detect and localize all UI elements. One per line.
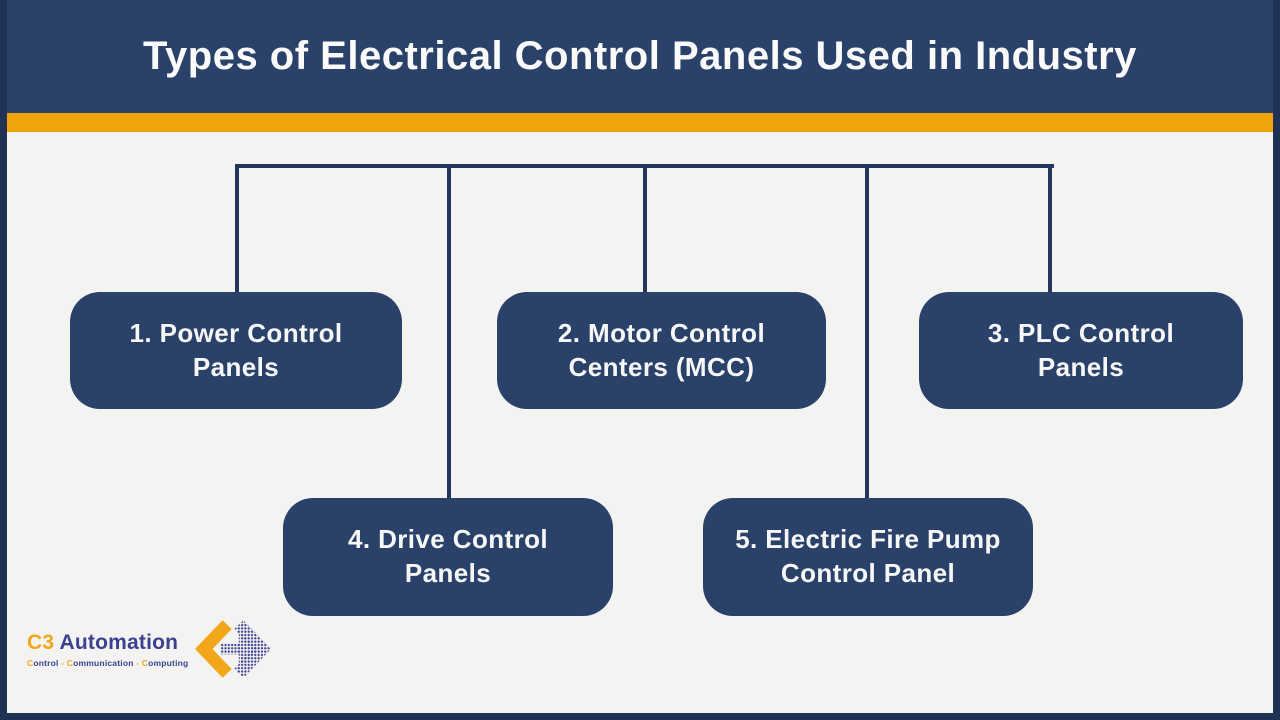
brand-word: Automation xyxy=(59,630,179,654)
panel-node-label: 5. Electric Fire Pump Control Panel xyxy=(735,524,1001,588)
tagline-part: C xyxy=(141,657,149,668)
panel-node-label: 3. PLC Control Panels xyxy=(987,317,1175,382)
tagline-part: - xyxy=(58,657,67,668)
tagline-part: ontrol xyxy=(33,657,59,668)
tagline-part: C xyxy=(27,657,34,668)
connector-vertical-3 xyxy=(1048,164,1052,293)
diagram-canvas: 1. Power Control Panels 2. Motor Control… xyxy=(7,132,1273,713)
connector-vertical-5 xyxy=(865,164,869,499)
panel-node-electric-fire-pump: 5. Electric Fire Pump Control Panel xyxy=(703,498,1033,616)
tagline-part: C xyxy=(66,657,74,668)
logo-text-block: C3 Automation Control - Communication - … xyxy=(27,631,188,668)
panel-node-plc-control: 3. PLC Control Panels xyxy=(919,292,1243,409)
panel-node-label: 1. Power Control Panels xyxy=(129,317,343,382)
brand-name: C3 Automation xyxy=(27,631,188,655)
connector-vertical-2 xyxy=(643,164,647,293)
tagline-part: - xyxy=(133,657,142,668)
brand-tagline: Control - Communication - Computing xyxy=(27,658,188,668)
brand-prefix: C3 xyxy=(27,630,55,654)
company-logo: C3 Automation Control - Communication - … xyxy=(27,616,272,682)
angle-brackets-arrow-icon xyxy=(195,620,272,678)
page-title: Types of Electrical Control Panels Used … xyxy=(143,34,1137,78)
panel-node-label: 4. Drive Control Panels xyxy=(348,524,548,588)
title-banner: Types of Electrical Control Panels Used … xyxy=(7,0,1273,113)
panel-node-label: 2. Motor Control Centers (MCC) xyxy=(557,317,766,382)
panel-node-motor-control-centers: 2. Motor Control Centers (MCC) xyxy=(497,292,826,409)
panel-node-power-control: 1. Power Control Panels xyxy=(70,292,402,409)
tagline-part: ommunication xyxy=(73,657,134,668)
connector-vertical-1 xyxy=(235,164,239,293)
panel-node-drive-control: 4. Drive Control Panels xyxy=(283,498,613,616)
connector-vertical-4 xyxy=(447,164,451,499)
accent-divider-bar xyxy=(7,113,1273,132)
tagline-part: omputing xyxy=(148,657,189,668)
